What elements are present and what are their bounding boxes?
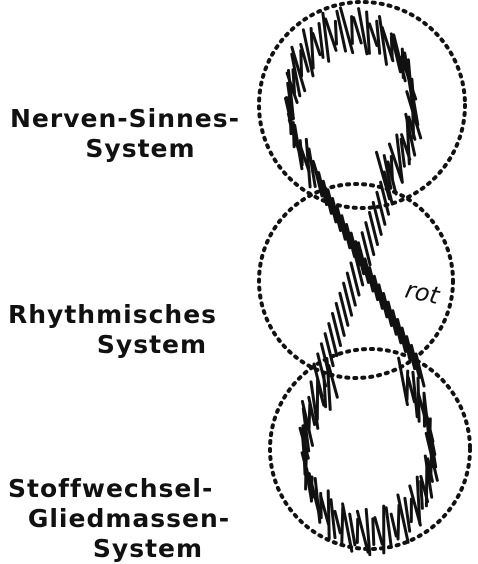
- hatch-stroke: [331, 500, 335, 538]
- hatch-stroke: [398, 505, 399, 539]
- annotation-rot: rot: [403, 275, 444, 310]
- hatch-stroke: [407, 371, 408, 399]
- hatch-stroke: [375, 518, 382, 545]
- hatch-stroke: [421, 481, 423, 508]
- hatch-stroke: [328, 491, 329, 539]
- hatch-stroke: [335, 21, 336, 44]
- hatch-stroke: [391, 514, 396, 536]
- hatch-stroke: [373, 519, 374, 545]
- hatch-stroke: [352, 17, 353, 44]
- hatch-stroke: [377, 21, 380, 53]
- hatch-stroke: [301, 51, 302, 76]
- hatch-stroke: [335, 511, 340, 532]
- hatch-stroke: [313, 34, 320, 55]
- hatch-stroke: [342, 507, 343, 543]
- circle-bottom-stoff: [270, 349, 470, 549]
- hatch-stroke: [321, 493, 322, 517]
